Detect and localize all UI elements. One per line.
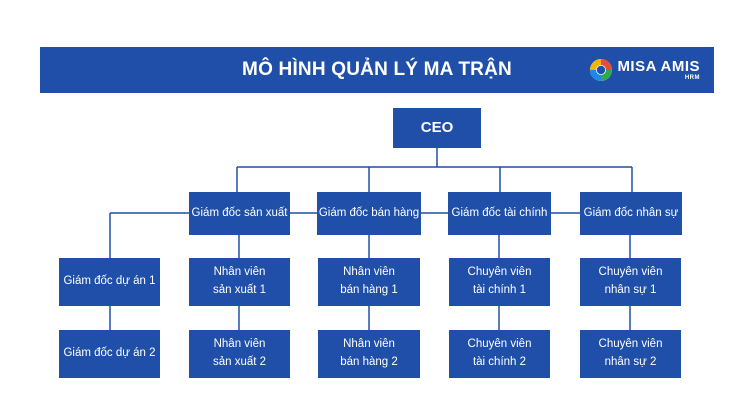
node-staff-finance-1: Chuyên viên tài chính 1 [449, 258, 550, 306]
node-ceo: CEO [393, 108, 481, 148]
node-director-sales: Giám đốc bán hàng [317, 192, 421, 235]
node-project-1: Giám đốc dự án 1 [59, 258, 160, 306]
node-staff-sales-1: Nhân viên bán hàng 1 [318, 258, 420, 306]
misa-logo-icon [590, 59, 613, 81]
logo-sub-text: HRM [684, 75, 700, 81]
node-staff-hr-2: Chuyên viên nhân sự 2 [580, 330, 681, 378]
node-staff-sales-2: Nhân viên bán hàng 2 [318, 330, 420, 378]
diagram-title: MÔ HÌNH QUẢN LÝ MA TRẬN [242, 59, 512, 80]
header-banner: MÔ HÌNH QUẢN LÝ MA TRẬN MISA AMIS HRM [40, 47, 714, 93]
node-staff-hr-1: Chuyên viên nhân sự 1 [580, 258, 681, 306]
node-staff-finance-2: Chuyên viên tài chính 2 [449, 330, 550, 378]
misa-amis-logo: MISA AMIS HRM [589, 56, 700, 84]
node-director-finance: Giám đốc tài chính [448, 192, 551, 235]
node-director-production: Giám đốc sản xuất [189, 192, 290, 235]
node-staff-production-2: Nhân viên sản xuất 2 [189, 330, 290, 378]
node-director-hr: Giám đốc nhân sự [580, 192, 682, 235]
logo-brand-text: MISA AMIS [617, 58, 700, 75]
node-staff-production-1: Nhân viên sản xuất 1 [189, 258, 290, 306]
node-project-2: Giám đốc dự án 2 [59, 330, 160, 378]
